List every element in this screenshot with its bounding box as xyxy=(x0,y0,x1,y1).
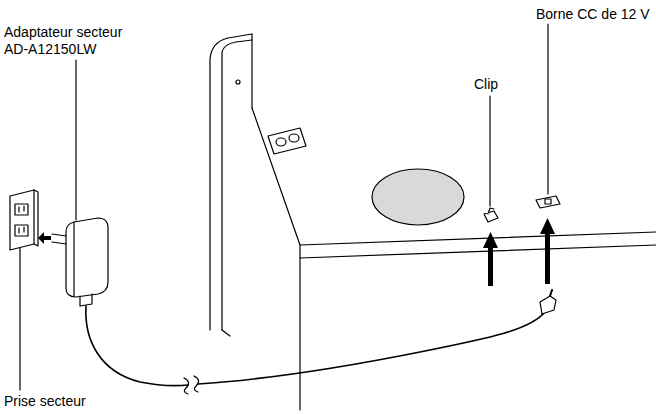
clip-part xyxy=(484,208,498,222)
adapter-edge xyxy=(73,222,74,296)
part-label: Prise secteur xyxy=(4,393,124,410)
part-label: Adaptateur secteur AD-A12150LW xyxy=(4,24,132,58)
arrow-shaft xyxy=(488,246,493,286)
leader-line xyxy=(489,96,490,206)
arrow-head xyxy=(540,218,555,234)
dc-terminal xyxy=(536,196,560,208)
bottom-surface xyxy=(252,108,656,245)
socket xyxy=(15,225,28,236)
cable xyxy=(86,306,188,386)
wall-outlet xyxy=(10,190,34,250)
panel-edge xyxy=(251,34,252,108)
outlet-edge xyxy=(34,190,38,246)
side-panel xyxy=(210,34,252,330)
side-panel-edge xyxy=(222,40,252,330)
plug-pin xyxy=(550,290,552,296)
ac-adapter xyxy=(66,218,108,297)
dc-plug xyxy=(540,296,556,314)
cable-break xyxy=(184,376,199,394)
part-label: Clip xyxy=(474,76,534,93)
screw xyxy=(236,80,240,84)
button xyxy=(289,134,299,142)
leader-line xyxy=(75,60,76,220)
speaker-grille xyxy=(372,169,464,225)
adapter-prongs xyxy=(52,234,66,244)
arrow-shaft xyxy=(545,232,550,284)
socket-slots xyxy=(19,206,24,233)
part-label: Borne CC de 12 V xyxy=(536,6,652,23)
arrow-head xyxy=(483,232,498,248)
leader-line xyxy=(19,248,20,390)
button-plate xyxy=(268,128,306,154)
button xyxy=(276,138,286,146)
front-edge xyxy=(300,245,656,258)
leader-line xyxy=(547,24,548,194)
terminal-hole xyxy=(545,199,551,204)
socket xyxy=(15,204,28,215)
leg-edge xyxy=(299,258,300,410)
cable-strain-relief xyxy=(80,294,92,306)
arrow-head xyxy=(38,232,44,244)
cable xyxy=(198,312,545,384)
panel-foot xyxy=(222,330,230,336)
